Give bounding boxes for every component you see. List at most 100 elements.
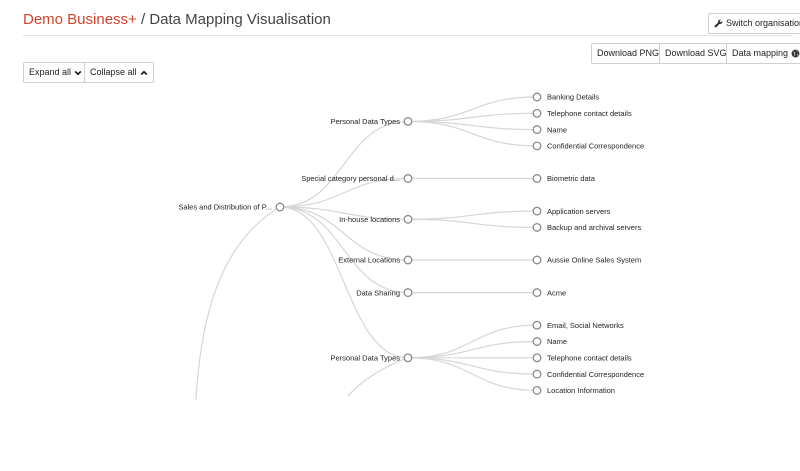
- tree-leaf-node[interactable]: Name: [532, 125, 567, 135]
- tree-leaf-node[interactable]: Aussie Online Sales System: [532, 255, 641, 265]
- switch-organisation-button[interactable]: Switch organisation: [708, 13, 800, 34]
- tree-leaf-node[interactable]: Telephone contact details: [532, 108, 632, 118]
- globe-icon: [791, 49, 800, 58]
- data-mapping-button[interactable]: Data mapping: [726, 43, 800, 64]
- group-to-leaf-link: [407, 120, 538, 147]
- tree-leaf-node-circle[interactable]: [532, 141, 542, 151]
- tree-leaf-node-label: Confidential Correspondence: [547, 142, 644, 151]
- header-divider: [23, 35, 792, 36]
- group-continuation-link: [347, 357, 409, 397]
- tree-leaf-node-label: Telephone contact details: [547, 109, 632, 118]
- root-to-group-link: [279, 206, 409, 359]
- tree-leaf-node-circle[interactable]: [532, 320, 542, 330]
- page-header: Demo Business+ / Data Mapping Visualisat…: [23, 10, 331, 30]
- tree-leaf-node-circle[interactable]: [532, 337, 542, 346]
- tree-root-node-circle[interactable]: [275, 202, 285, 212]
- switch-organisation-label: Switch organisation: [726, 18, 800, 28]
- root-to-group-link: [279, 206, 409, 294]
- tree-leaf-node-circle[interactable]: [532, 125, 542, 135]
- tree-leaf-node[interactable]: Confidential Correspondence: [532, 141, 644, 151]
- group-to-leaf-link: [407, 112, 538, 123]
- group-to-leaf-link: [407, 340, 538, 359]
- expand-all-button[interactable]: Expand all: [23, 62, 89, 83]
- expand-all-label: Expand all: [29, 67, 72, 77]
- tree-leaf-node-label: Aussie Online Sales System: [547, 256, 641, 265]
- wrench-icon: [714, 19, 723, 28]
- tree-group-node-label: In-house locations: [339, 215, 400, 224]
- tree-leaf-node[interactable]: Name: [532, 337, 567, 346]
- chevron-up-icon: [140, 70, 147, 75]
- tree-leaf-node-circle[interactable]: [532, 385, 542, 395]
- root-to-group-link: [279, 206, 409, 261]
- tree-group-node-label: Personal Data Types: [331, 354, 401, 363]
- tree-leaf-node-circle[interactable]: [532, 174, 542, 183]
- breadcrumb-separator: /: [140, 11, 146, 28]
- tree-group-node-label: Special category personal d...: [301, 174, 400, 183]
- collapse-all-label: Collapse all: [90, 67, 137, 77]
- page-title: Data Mapping Visualisation: [149, 11, 331, 28]
- tree-group-node-circle[interactable]: [403, 353, 413, 363]
- tree-leaf-node-circle[interactable]: [532, 222, 542, 232]
- tree-group-node-circle[interactable]: [403, 255, 413, 265]
- data-mapping-label: Data mapping: [732, 48, 789, 58]
- organisation-name[interactable]: Demo Business+: [23, 11, 137, 28]
- tree-leaf-node-label: Name: [547, 125, 567, 134]
- group-to-leaf-link: [407, 218, 538, 228]
- tree-leaf-node-circle[interactable]: [532, 206, 542, 216]
- tree-leaf-node-label: Backup and archival servers: [547, 223, 641, 232]
- download-svg-button[interactable]: Download SVG: [659, 43, 733, 64]
- tree-nodes: Sales and Distribution of P... Personal D…: [178, 92, 644, 395]
- chevron-down-icon: [74, 70, 82, 75]
- tree-links: [195, 96, 538, 401]
- tree-leaf-node[interactable]: Biometric data: [532, 174, 596, 183]
- tree-group-node-circle[interactable]: [403, 288, 413, 298]
- tree-leaf-node-label: Banking Details: [547, 93, 599, 102]
- root-continuation-link: [195, 206, 281, 401]
- tree-group-node[interactable]: Special category personal d...: [301, 174, 413, 183]
- tree-leaf-node[interactable]: Backup and archival servers: [532, 222, 641, 232]
- tree-leaf-node-label: Telephone contact details: [547, 354, 632, 363]
- tree-group-node-label: Personal Data Types: [331, 117, 401, 126]
- tree-leaf-node[interactable]: Banking Details: [532, 92, 599, 102]
- tree-leaf-node[interactable]: Confidential Correspondence: [532, 369, 644, 379]
- group-to-leaf-link: [407, 324, 538, 359]
- root-to-group-link: [279, 120, 409, 208]
- tree-root-node[interactable]: Sales and Distribution of P...: [178, 202, 285, 212]
- group-to-leaf-link: [407, 210, 538, 220]
- tree-group-node-circle[interactable]: [403, 174, 413, 183]
- tree-leaf-node-label: Application servers: [547, 207, 611, 216]
- tree-leaf-node-label: Email, Social Networks: [547, 321, 624, 330]
- root-to-group-link: [279, 206, 409, 220]
- tree-leaf-node-circle[interactable]: [532, 255, 542, 265]
- tree-leaf-node-circle[interactable]: [532, 353, 542, 363]
- download-png-label: Download PNG: [597, 48, 660, 58]
- tree-leaf-node[interactable]: Acme: [532, 288, 566, 298]
- download-svg-label: Download SVG: [665, 48, 727, 58]
- tree-leaf-node-circle[interactable]: [532, 288, 542, 298]
- group-to-leaf-link: [407, 96, 538, 123]
- tree-group-node-circle[interactable]: [403, 214, 413, 224]
- tree-leaf-node-circle[interactable]: [532, 369, 542, 379]
- tree-group-node-label: Data Sharing: [356, 288, 400, 297]
- tree-leaf-node[interactable]: Telephone contact details: [532, 353, 632, 363]
- tree-group-node-circle[interactable]: [403, 116, 413, 126]
- tree-leaf-node-circle[interactable]: [532, 108, 542, 118]
- collapse-all-button[interactable]: Collapse all: [84, 62, 154, 83]
- tree-group-node[interactable]: External Locations: [338, 255, 413, 265]
- tree-root-node-label: Sales and Distribution of P...: [178, 203, 272, 212]
- tree-leaf-node-label: Location Information: [547, 386, 615, 395]
- group-to-leaf-link: [407, 357, 538, 375]
- tree-leaf-node-label: Acme: [547, 288, 566, 297]
- tree-group-node-label: External Locations: [338, 256, 400, 265]
- tree-leaf-node-label: Name: [547, 337, 567, 346]
- tree-group-node[interactable]: In-house locations: [339, 214, 413, 224]
- tree-leaf-node-circle[interactable]: [532, 92, 542, 102]
- tree-leaf-node[interactable]: Location Information: [532, 385, 615, 395]
- tree-leaf-node[interactable]: Email, Social Networks: [532, 320, 624, 330]
- tree-leaf-node[interactable]: Application servers: [532, 206, 611, 216]
- tree-group-node[interactable]: Data Sharing: [356, 288, 413, 298]
- root-to-group-link: [279, 177, 409, 208]
- tree-group-node[interactable]: Personal Data Types: [331, 116, 413, 126]
- tree-group-node[interactable]: Personal Data Types: [331, 353, 413, 363]
